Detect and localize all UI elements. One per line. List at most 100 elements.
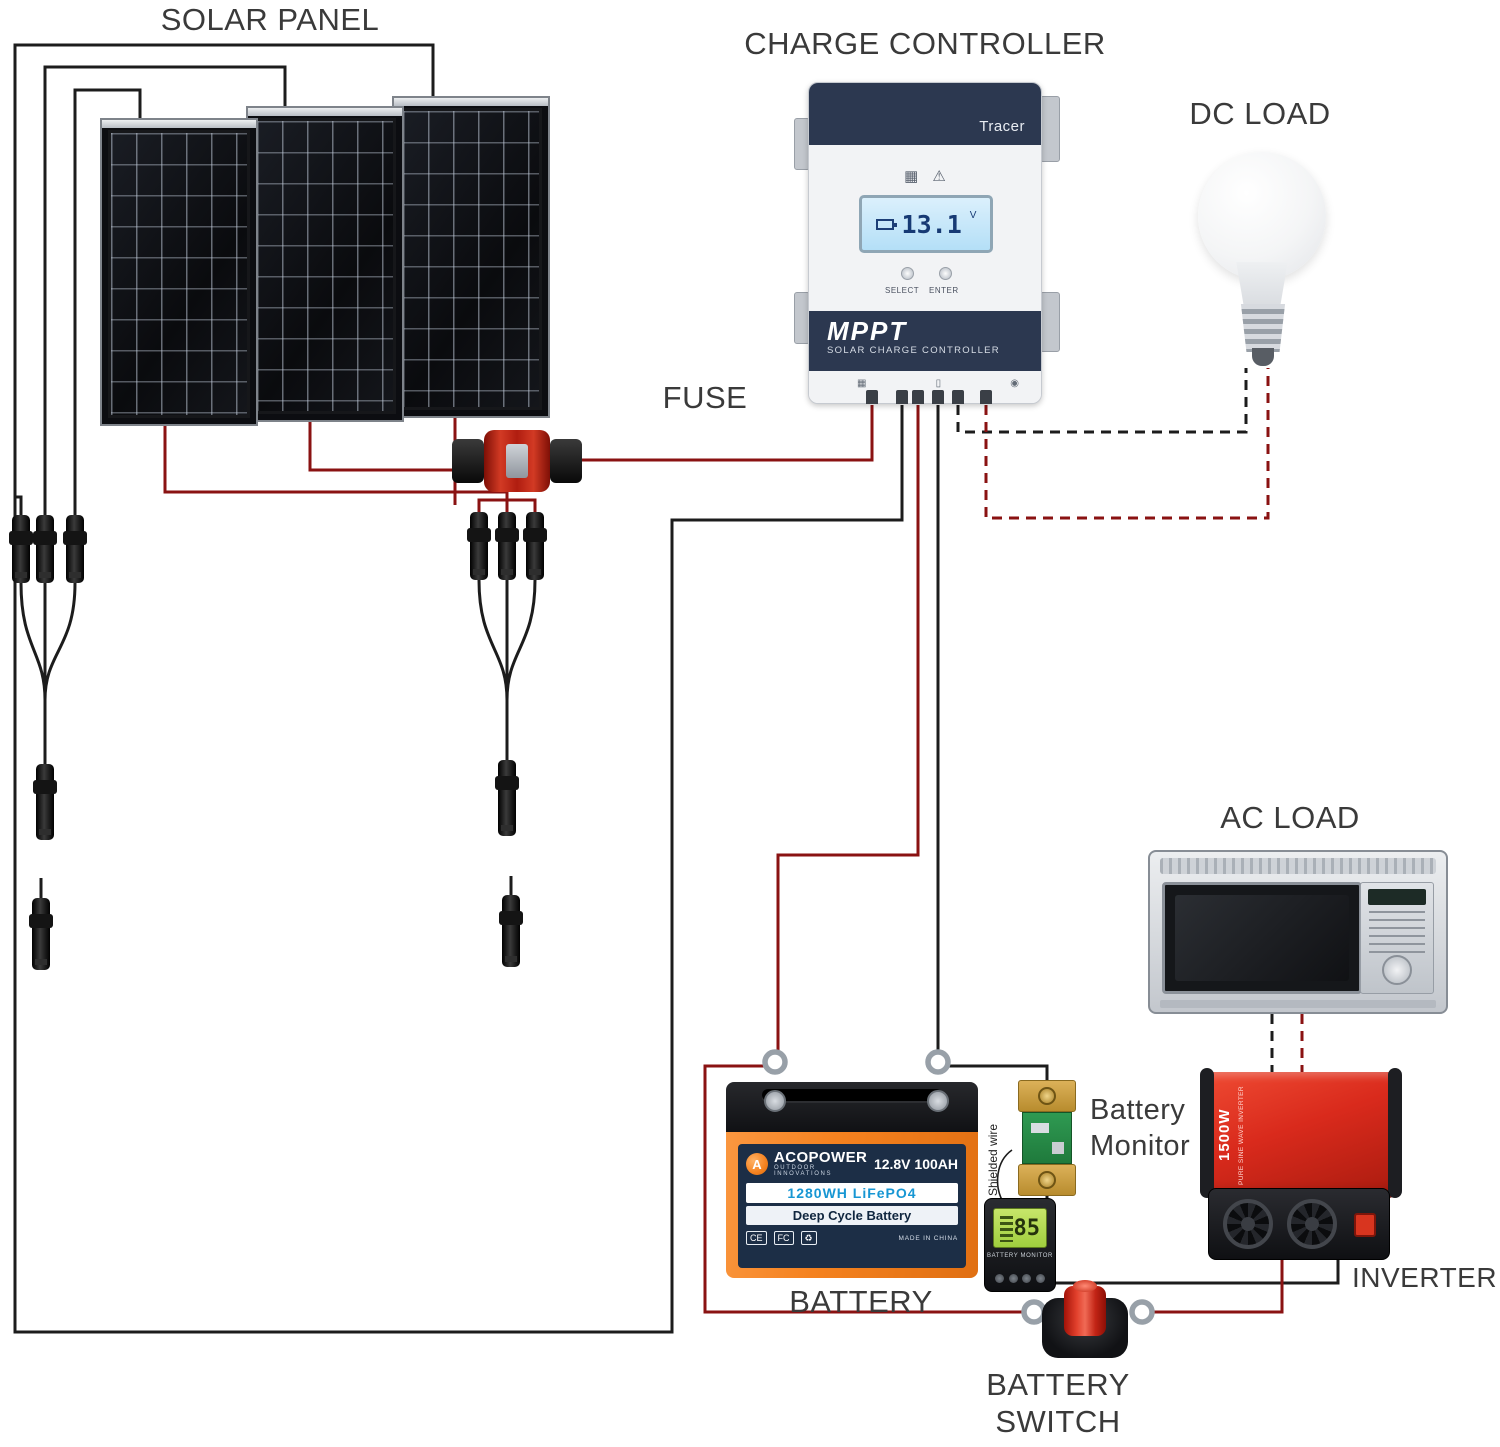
microwave-oven — [1148, 850, 1448, 1014]
inverter-subtitle: PURE SINE WAVE INVERTER — [1238, 1085, 1245, 1185]
battery-negative-post — [927, 1090, 949, 1112]
warning-icon: ⚠ — [932, 168, 960, 185]
battery-label-row: A ACOPOWER OUTDOOR INNOVATIONS 12.8V 100… — [746, 1149, 958, 1177]
monitor-button[interactable] — [1008, 1274, 1018, 1283]
shunt-terminal-block — [1018, 1080, 1076, 1112]
controller-terminal — [896, 390, 908, 404]
fuse-window — [506, 444, 528, 478]
mc4-connector — [9, 515, 33, 583]
wire-shielded-monitor — [996, 1149, 1013, 1201]
ring-terminal-battery-positive — [762, 1049, 788, 1075]
controller-terminal — [980, 390, 992, 404]
wire-controller-battery-positive — [776, 405, 920, 1052]
battery-top — [726, 1082, 978, 1132]
battery-monitor-shunt — [1012, 1080, 1082, 1196]
ybranch-left-1 — [19, 582, 47, 701]
battery-monitor-label-line2: Monitor — [1090, 1130, 1191, 1162]
inverter: 1500W PURE SINE WAVE INVERTER — [1200, 1068, 1402, 1260]
dc-load-label: DC LOAD — [1189, 96, 1331, 131]
wire-dc-load-positive — [984, 368, 1270, 520]
shunt-chip — [1052, 1142, 1064, 1154]
mc4-connector — [63, 515, 87, 583]
select-button[interactable] — [901, 267, 914, 280]
panel-frame-top — [394, 98, 548, 106]
mc4-connector — [523, 512, 547, 580]
shielded-wire-label: Shielded wire — [986, 1123, 1000, 1196]
monitor-buttons — [995, 1274, 1045, 1283]
panel-frame-top — [102, 120, 256, 128]
charge-bars-icon — [1000, 1216, 1013, 1242]
solar-panel-icon: ▦ — [904, 168, 933, 185]
solar-panel-label: SOLAR PANEL — [160, 2, 380, 37]
controller-status-icons: ▦⚠ — [809, 167, 1041, 185]
panel-cells — [108, 130, 250, 418]
load-terminal-icon: ◉ — [1010, 378, 1019, 389]
wire-panel1-positive — [163, 424, 507, 494]
mc4-connector-pair — [495, 760, 519, 836]
shunt-pcb — [1022, 1112, 1072, 1164]
controller-terminal — [912, 390, 924, 404]
wire-panel2-negative — [43, 65, 287, 515]
controller-mount-ear — [1040, 292, 1060, 352]
ce-badge-icon: CE — [746, 1231, 767, 1245]
panel-frame-top — [248, 108, 402, 116]
wire-battery-to-shunt — [948, 1064, 1049, 1086]
shunt-chip — [1031, 1123, 1049, 1133]
inverter-body: 1500W PURE SINE WAVE INVERTER — [1200, 1068, 1402, 1198]
fuse-label: FUSE — [662, 380, 748, 415]
monitor-button[interactable] — [995, 1274, 1004, 1283]
light-bulb-glass — [1198, 152, 1326, 280]
battery-switch-knob[interactable] — [1064, 1280, 1106, 1336]
monitor-button[interactable] — [1035, 1274, 1045, 1283]
enter-button-label: ENTER — [929, 286, 959, 295]
solar-panel-2 — [246, 106, 404, 422]
wire-battery-to-switch — [703, 1064, 1026, 1314]
battery-rating: 12.8V 100AH — [873, 1156, 958, 1172]
shunt-bolt — [1038, 1087, 1056, 1105]
battery-product-label: A ACOPOWER OUTDOOR INNOVATIONS 12.8V 100… — [738, 1144, 966, 1268]
ybranch-right-1 — [477, 579, 509, 701]
mppt-title: MPPT — [827, 316, 908, 346]
wire-panel2-positive — [308, 420, 507, 472]
ybranch-right-3 — [505, 579, 537, 701]
monitor-reading: 85 — [1013, 1215, 1041, 1241]
battery-label-text: BATTERY — [789, 1284, 933, 1319]
controller-mppt-band: MPPT SOLAR CHARGE CONTROLLER — [809, 311, 1041, 371]
battery-origin: MADE IN CHINA — [898, 1234, 958, 1242]
mc4-connector — [495, 512, 519, 580]
monitor-button[interactable] — [1022, 1274, 1032, 1283]
pv-terminal-icon: ▦ — [857, 378, 867, 389]
mppt-subtitle: SOLAR CHARGE CONTROLLER — [827, 345, 1000, 356]
wire-switch-to-inverter — [1148, 1250, 1284, 1314]
battery-certifications: CE FC ♻ MADE IN CHINA — [746, 1231, 958, 1245]
inverter-end-cap — [1200, 1068, 1214, 1198]
ac-load-label: AC LOAD — [1220, 800, 1360, 835]
battery-energy: 1280WH LiFePO4 — [746, 1183, 958, 1203]
inline-fuse — [452, 430, 582, 492]
fc-badge-icon: FC — [773, 1231, 794, 1245]
ring-terminal-battery-negative — [925, 1049, 951, 1075]
battery-type: Deep Cycle Battery — [746, 1206, 958, 1225]
battery-brand: ACOPOWER — [774, 1149, 868, 1166]
controller-lcd: 13.1 V — [859, 195, 993, 253]
inverter-terminal-block — [1354, 1213, 1376, 1237]
wire-pv-negative-loop — [13, 43, 904, 1334]
battery-terminal-icon: ▯ — [935, 378, 942, 389]
monitor-device-label: BATTERY MONITOR — [987, 1253, 1053, 1259]
wire-fuse-to-controller — [567, 405, 874, 462]
light-bulb-neck — [1236, 262, 1288, 308]
charge-controller: Tracer ▦⚠ 13.1 V SELECT ENTER MPPT SOLAR… — [808, 82, 1042, 404]
solar-panel-3 — [392, 96, 550, 418]
panel-cells — [254, 118, 396, 414]
microwave-display — [1368, 889, 1426, 905]
mc4-connector — [499, 895, 523, 967]
enter-button[interactable] — [939, 267, 952, 280]
microwave-keypad — [1369, 911, 1425, 955]
controller-top-band: Tracer — [809, 83, 1041, 145]
microwave-window — [1175, 895, 1349, 981]
wire-positive-branch-b — [507, 498, 537, 512]
shunt-terminal-block — [1018, 1164, 1076, 1196]
inverter-front-panel — [1208, 1188, 1390, 1260]
controller-terminal — [866, 390, 878, 404]
lcd-value: 13.1 — [901, 209, 962, 239]
